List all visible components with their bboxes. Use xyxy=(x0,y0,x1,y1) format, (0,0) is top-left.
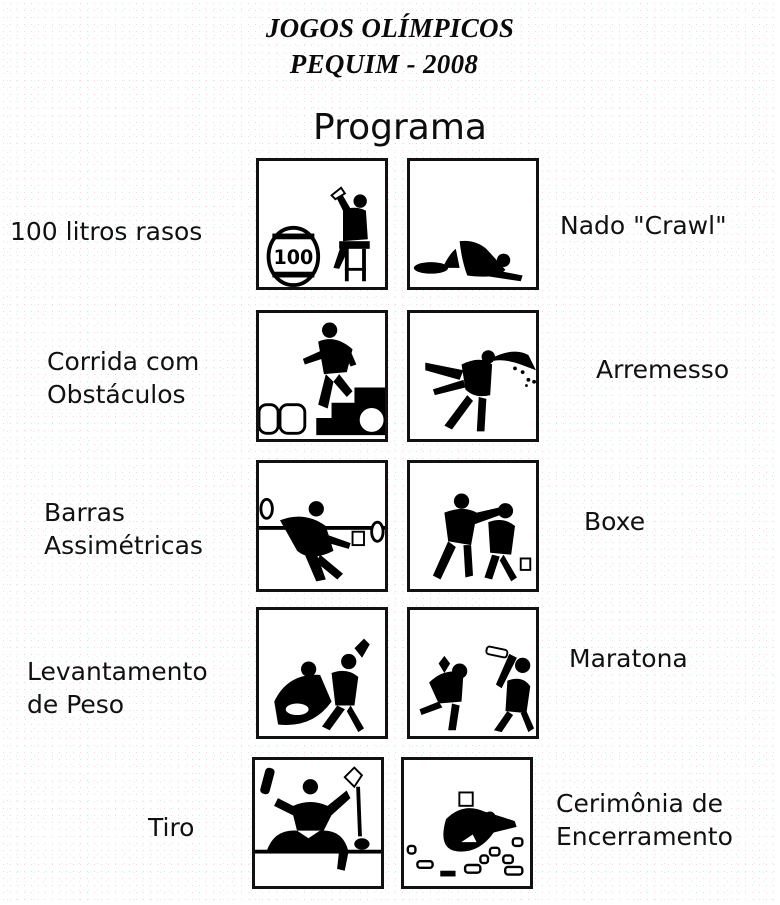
page-title-line2: PEQUIM - 2008 xyxy=(289,49,479,79)
passed-out-among-bottles-icon xyxy=(401,757,533,889)
bottle-pouring-icon xyxy=(252,757,384,889)
bar-counter-fall-icon xyxy=(256,460,388,592)
carrying-drunk-icon xyxy=(256,607,388,739)
barrel-drinker-icon: 100 xyxy=(256,158,388,290)
program-heading: Programa xyxy=(313,107,487,148)
stumbling-over-barrels-icon xyxy=(256,310,388,442)
crawling-man-icon xyxy=(407,158,539,290)
event-label-maratona: Maratona xyxy=(569,644,688,673)
event-label-barras-assimetricas: Barras Assimétricas xyxy=(44,498,203,560)
event-label-100-litros-rasos: 100 litros rasos xyxy=(10,217,203,246)
event-label-arremesso: Arremesso xyxy=(596,355,730,384)
police-chase-icon xyxy=(407,607,539,739)
bar-fight-icon xyxy=(407,460,539,592)
event-label-tiro: Tiro xyxy=(148,813,195,842)
vomiting-man-icon xyxy=(407,310,539,442)
page-title-line1: JOGOS OLÍMPICOS xyxy=(265,13,515,43)
event-label-corrida-com-obstaculos: Corrida com Obstáculos xyxy=(47,347,200,409)
event-label-boxe: Boxe xyxy=(584,507,646,536)
event-label-cerimonia-de-encerramento: Cerimônia de Encerramento xyxy=(556,789,733,851)
barrel-text: 100 xyxy=(273,246,313,269)
event-label-nado-crawl: Nado "Crawl" xyxy=(560,211,727,240)
event-label-levantamento-de-peso: Levantamento de Peso xyxy=(27,657,208,719)
